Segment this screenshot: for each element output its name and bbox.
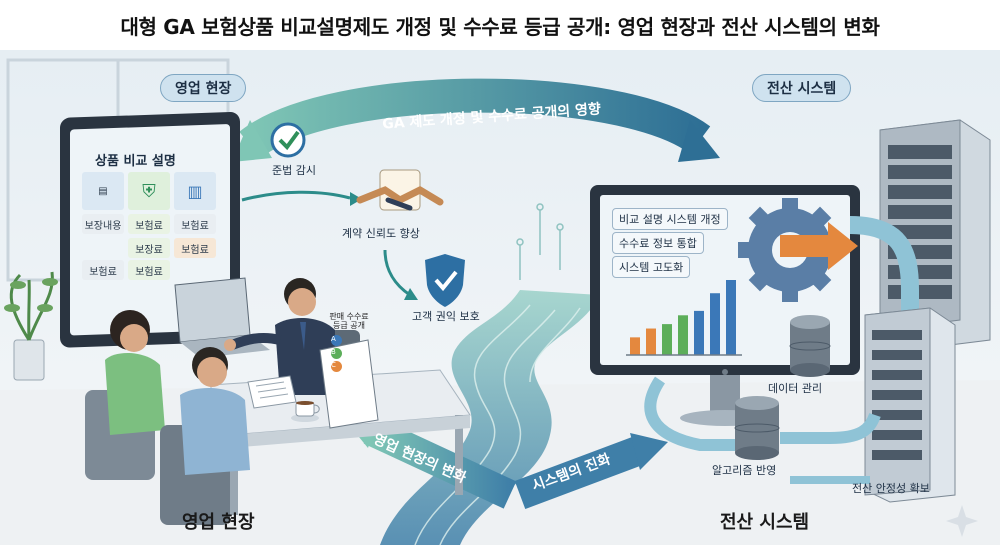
customer-man: [160, 347, 250, 525]
left-header-pill: 영업 현장: [160, 74, 247, 102]
footer-right-label: 전산 시스템: [720, 512, 810, 533]
bottom-arrow-left: [363, 416, 517, 509]
tablet-tile: 보험료: [174, 214, 216, 234]
sign-text: 판매 수수료 등급 공개 A B C: [325, 312, 373, 373]
compliance-label: 준법 감시: [272, 164, 316, 177]
tablet-tile: 보험료: [128, 214, 170, 234]
pipe-lower-right: [780, 412, 881, 444]
sign-line2: 등급 공개: [333, 321, 365, 331]
scene: 영업 현장 전산 시스템 GA 제도 개정 및 수수료 공개의 영향 상품 비교…: [0, 50, 1000, 545]
checkmark-badge-icon: [270, 122, 306, 158]
circuit-lines: [414, 304, 581, 545]
tablet-shield-icon: ⛨: [128, 172, 170, 210]
database-icon-lower: [734, 396, 780, 460]
right-header-pill: 전산 시스템: [752, 74, 852, 102]
grade-b-badge: B: [331, 348, 342, 360]
monitor-row-3: 시스템 고도화: [612, 256, 691, 278]
tablet-tile: 보장내용: [82, 214, 124, 234]
shield-icon: [425, 254, 465, 307]
protection-label: 고객 권익 보호: [412, 310, 480, 323]
customer-woman: [85, 310, 165, 480]
monitor-row-1: 비교 설명 시스템 개정: [612, 208, 728, 230]
scene-illustration: [0, 50, 1000, 545]
tablet-doc-icon: ▤: [82, 172, 124, 210]
top-arc-arrowhead-right: [678, 120, 720, 162]
plant-icon: [4, 271, 58, 381]
winding-path: [380, 290, 600, 545]
tablet-heading: 상품 비교 설명: [95, 154, 176, 169]
tablet-tile: 보험료: [174, 238, 216, 258]
pipe-top: [849, 216, 919, 315]
flow-arrow-2: [383, 249, 411, 297]
bottom-arrow-right: [514, 435, 646, 510]
monitor-row-2: 수수료 정보 통합: [612, 232, 704, 254]
top-arc-arrowhead-left: [232, 120, 272, 162]
algorithm-label: 알고리즘 반영: [712, 464, 777, 477]
pipe-lower-left: [644, 376, 735, 451]
tablet-tile: 보장료: [128, 238, 170, 258]
monitor-chart-bar: [646, 328, 656, 355]
trust-label: 계약 신뢰도 향상: [342, 227, 420, 240]
tablet-tile: 보험료: [128, 260, 170, 280]
stability-label: 전산 안정성 확보: [852, 482, 930, 495]
monitor-bar-chart: [626, 280, 742, 356]
bottom-arrow-right-head: [630, 433, 668, 470]
handshake-icon: [356, 169, 444, 211]
monitor-chart-bar: [678, 315, 688, 355]
server-rack-small: [864, 307, 956, 503]
tablet-tile: 보험료: [82, 260, 124, 280]
grade-a-badge: A: [331, 335, 342, 347]
sign-line1: 판매 수수료: [329, 312, 369, 321]
coffee-cup-icon: [291, 401, 320, 422]
data-management-label: 데이터 관리: [768, 382, 823, 395]
monitor-chart-bar: [710, 293, 720, 355]
top-arc-arrow: [239, 78, 711, 159]
database-icon-upper: [789, 315, 831, 377]
circuit-dots: [516, 203, 564, 280]
monitor-chart-bar: [630, 337, 640, 355]
flow-arrowhead-2: [404, 288, 418, 300]
title-bar: 대형 GA 보험상품 비교설명제도 개정 및 수수료 등급 공개: 영업 현장과…: [0, 0, 1000, 50]
page-title: 대형 GA 보험상품 비교설명제도 개정 및 수수료 등급 공개: 영업 현장과…: [120, 14, 880, 39]
flow-arrowhead-1: [350, 192, 362, 206]
monitor-chart-bar: [662, 324, 672, 355]
upgrade-arrow-icon: [780, 222, 858, 270]
tablet-building-icon: ▥: [174, 172, 216, 210]
document-paper: [247, 375, 297, 409]
footer-left-label: 영업 현장: [182, 512, 255, 533]
monitor-chart-bar: [726, 280, 736, 355]
monitor-chart-bar: [694, 310, 704, 355]
sparkle-icon: [946, 505, 978, 537]
flow-arrow-1: [241, 190, 351, 202]
grade-c-badge: C: [331, 361, 342, 373]
